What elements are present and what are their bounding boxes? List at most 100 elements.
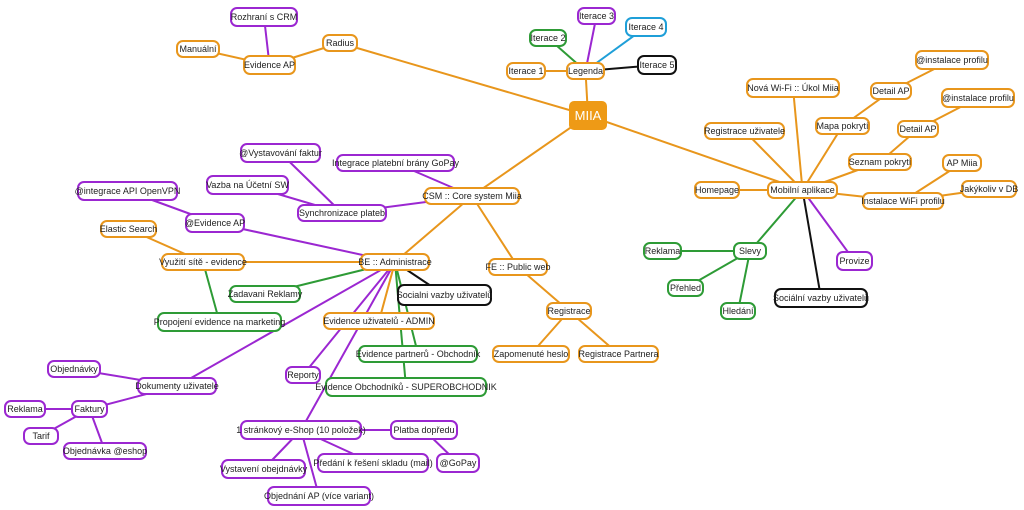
node-ap-miia[interactable]: AP Miia [942,154,982,172]
node-label: MIIA [574,108,602,123]
connector-mobilni-mapa_pokryti [801,125,844,191]
node-label: Faktury [74,404,105,414]
node-gopay-small[interactable]: @GoPay [436,453,480,473]
node-label: Využití sítě - evidence [159,257,247,267]
node-integrace-openvpn[interactable]: @integrace API OpenVPN [75,181,180,201]
node-reklama-left[interactable]: Reklama [4,400,46,418]
node-vazba-ucetni[interactable]: Vazba na Účetní SW [206,175,289,195]
connector-be_admin-evidence_partneru [394,261,419,355]
node-eshop[interactable]: 1 stránkový e-Shop (10 položek) [236,420,366,440]
node-label: Platba dopředu [393,425,455,435]
node-label: Mobilní aplikace [770,185,835,195]
connector-mobilni-provize [801,189,856,262]
node-evidence-ap-top[interactable]: Evidence AP [243,55,296,75]
node-homepage[interactable]: Homepage [694,181,740,199]
node-label: Objednávka @eshop [62,446,148,456]
node-label: Zapomenuté heslo [493,349,569,359]
node-instalace-profilu2[interactable]: @instalace profilu [941,88,1015,108]
node-registrace-partnera[interactable]: Registrace Partnera [578,345,659,363]
connector-slevy-hledani [737,250,751,312]
node-vyuziti-siti[interactable]: Využití sítě - evidence [159,253,247,271]
node-label: Evidence AP [243,60,296,70]
node-label: Zadavani Reklamy [227,289,303,299]
node-label: AP Miia [946,158,978,168]
node-objednani-ap[interactable]: Objednání AP (více variant) [264,486,374,506]
node-zapomenute[interactable]: Zapomenuté heslo [492,345,570,363]
node-label: Propojení evidence na marketing [153,317,286,327]
node-detail-ap2[interactable]: Detail AP [897,120,939,138]
node-iterace5[interactable]: Iterace 5 [637,55,677,75]
node-synchronizace[interactable]: Synchronizace plateb [297,204,387,222]
node-tarif[interactable]: Tarif [23,427,59,445]
node-elastic[interactable]: Elastic Search [100,220,157,238]
node-label: Slevy [738,246,761,256]
node-evidence-ap-be[interactable]: @Evidence AP [185,213,245,233]
node-label: Legenda [567,66,604,76]
connector-miia-csm [471,114,589,197]
node-evidence-uzivatelu[interactable]: Evidence uživatelů - ADMIN [323,312,435,330]
node-label: @instalace profilu [916,55,988,65]
node-label: Objednávky [50,364,98,374]
node-rozhrani-crm[interactable]: Rozhraní s CRM [230,7,298,27]
connector-eshop-objednani_ap [300,429,320,497]
node-prehled[interactable]: Přehled [667,279,704,297]
node-label: Iterace 4 [628,22,664,32]
node-label: 1 stránkový e-Shop (10 položek) [236,425,366,435]
node-detail-ap1[interactable]: Detail AP [870,82,912,100]
root-node[interactable]: MIIA [569,101,607,130]
node-mobilni[interactable]: Mobilní aplikace [767,181,838,199]
node-jakykoliv[interactable]: Jakýkoliv v DB [960,180,1018,198]
node-predani[interactable]: Předání k řešení skladu (mail) [313,453,433,473]
node-label: Homepage [694,185,740,195]
node-registrace-uziv[interactable]: Registrace uživatele [704,122,785,140]
node-vystaveni-obj[interactable]: Vystavení obejdnávky [220,459,307,479]
node-radius[interactable]: Radius [322,34,358,52]
node-integrace-gopay[interactable]: Integrace platební brány GoPay [332,154,459,172]
node-legenda[interactable]: Legenda [566,62,605,80]
node-label: Hledání [722,306,754,316]
node-socialni-be[interactable]: Socialni vazby uživatelů [397,284,492,306]
node-instalace-wifi[interactable]: Instalace WiFi profilu [861,192,945,210]
node-nova-wifi[interactable]: Nová Wi-Fi :: Úkol Miia [746,78,840,98]
node-vystavovani[interactable]: @Vystavování faktur [239,143,322,163]
node-platba-dopredu[interactable]: Platba dopředu [390,420,458,440]
connector-mobilni-registrace_uziv [743,130,804,191]
node-label: Rozhraní s CRM [230,12,298,22]
node-registrace-fe[interactable]: Registrace [546,302,592,320]
node-reporty[interactable]: Reporty [285,366,321,384]
node-iterace4[interactable]: Iterace 4 [625,17,667,37]
node-seznam-pokryti[interactable]: Seznam pokrytí [848,153,912,171]
node-label: Instalace WiFi profilu [861,196,945,206]
connector-miia-mobilni [587,114,804,191]
node-label: Evidence uživatelů - ADMIN [323,316,435,326]
node-socialni-mobil[interactable]: Sociální vazby uživatelů [773,288,869,308]
node-provize[interactable]: Provize [836,251,873,271]
node-label: Reklama [644,246,681,256]
node-propojeni[interactable]: Propojení evidence na marketing [154,312,285,332]
node-label: Radius [325,38,354,48]
node-slevy[interactable]: Slevy [733,242,767,260]
node-evidence-obchodniku[interactable]: Evidence Obchodníků - SUPEROBCHODNIK [315,377,497,397]
node-zadavani-reklamy[interactable]: Zadavani Reklamy [227,285,303,303]
node-label: Iterace 5 [639,60,675,70]
node-iterace3[interactable]: Iterace 3 [577,7,616,25]
node-mapa-pokryti[interactable]: Mapa pokrytí [815,117,870,135]
node-reklama-right[interactable]: Reklama [643,242,682,260]
node-csm[interactable]: CSM :: Core system Miia [422,187,522,205]
node-fe-public[interactable]: FE :: Public web [485,258,551,276]
node-dokumenty[interactable]: Dokumenty uživatele [135,377,219,395]
node-hledani[interactable]: Hledání [720,302,756,320]
node-be-admin[interactable]: BE :: Administrace [358,253,432,271]
node-iterace1[interactable]: Iterace 1 [506,62,546,80]
node-label: Vazba na Účetní SW [206,180,289,190]
node-manualni[interactable]: Manuální [176,40,220,58]
node-instalace-profilu1[interactable]: @instalace profilu [915,50,989,70]
node-label: @instalace profilu [942,93,1014,103]
node-faktury[interactable]: Faktury [71,400,108,418]
node-label: Tarif [32,431,50,441]
connector-be_admin-evidence_uzivatelu [378,261,396,322]
node-evidence-partneru[interactable]: Evidence partnerů - Obchodník [356,345,480,363]
node-objednavky[interactable]: Objednávky [47,360,101,378]
node-iterace2[interactable]: Iterace 2 [529,29,567,47]
node-objednavka-eshop[interactable]: Objednávka @eshop [63,442,147,460]
